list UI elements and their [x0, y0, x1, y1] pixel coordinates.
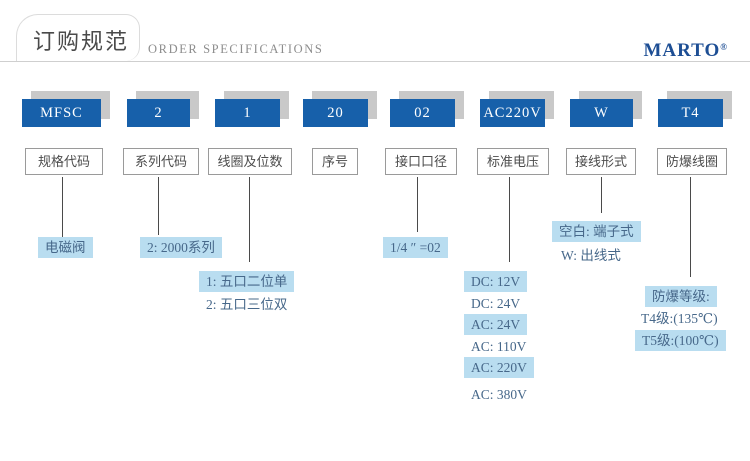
title-tab-outline [16, 14, 140, 61]
connector-line-wiring [601, 177, 602, 213]
field-label-wiring: 接线形式 [566, 148, 636, 175]
annotation-wiring-terminal: 空白: 端子式 [552, 221, 641, 242]
brand-name: MARTO [643, 40, 721, 61]
code-text: T4 [658, 99, 723, 127]
field-label-exproof: 防爆线圈 [657, 148, 727, 175]
code-text: MFSC [22, 99, 101, 127]
code-box-voltage: AC220V [480, 91, 554, 127]
annotation-wiring-lead: W: 出线式 [561, 248, 621, 263]
field-label-port: 接口口径 [385, 148, 457, 175]
header-divider [0, 61, 750, 62]
connector-line-port [417, 177, 418, 232]
annotation-exproof-grade-title: 防爆等级: [645, 286, 717, 307]
code-box-coil: 1 [215, 91, 289, 127]
connector-line-spec [62, 177, 63, 239]
annotation-exproof-t5: T5级:(100℃) [635, 330, 726, 351]
code-text: AC220V [480, 99, 545, 127]
code-text: W [570, 99, 633, 127]
code-box-wiring: W [570, 91, 642, 127]
field-label-voltage: 标准电压 [477, 148, 549, 175]
code-box-serial: 20 [303, 91, 377, 127]
code-box-port: 02 [390, 91, 464, 127]
code-text: 20 [303, 99, 368, 127]
field-label-serial: 序号 [312, 148, 358, 175]
connector-line-exproof [690, 177, 691, 277]
field-label-spec: 规格代码 [25, 148, 103, 175]
code-box-exproof: T4 [658, 91, 732, 127]
annotation-solenoid-valve: 电磁阀 [38, 237, 93, 258]
connector-line-voltage [509, 177, 510, 262]
annotation-coil-option-1: 1: 五口二位单 [199, 271, 295, 292]
annotation-port-size: 1/4 ″ =02 [383, 237, 448, 258]
annotation-coil-option-2: 2: 五口三位双 [206, 297, 288, 312]
annotation-voltage-ac24: AC: 24V [464, 314, 528, 335]
annotation-voltage-ac110: AC: 110V [471, 339, 527, 354]
field-label-coil: 线圈及位数 [208, 148, 292, 175]
annotation-exproof-t4: T4级:(135℃) [641, 311, 718, 326]
code-text: 2 [127, 99, 190, 127]
field-label-series: 系列代码 [123, 148, 199, 175]
connector-line-coil [249, 177, 250, 262]
connector-line-series [158, 177, 159, 235]
annotation-voltage-dc12: DC: 12V [464, 271, 528, 292]
annotation-series-2000: 2: 2000系列 [140, 237, 222, 258]
page-subtitle: ORDER SPECIFICATIONS [148, 42, 324, 56]
registered-mark: ® [720, 42, 728, 52]
annotation-voltage-dc24: DC: 24V [471, 296, 521, 311]
annotation-voltage-ac220: AC: 220V [464, 357, 534, 378]
code-text: 02 [390, 99, 455, 127]
code-text: 1 [215, 99, 280, 127]
brand-logo: MARTO® [643, 40, 728, 62]
code-box-mfsc: MFSC [22, 91, 110, 127]
code-box-series: 2 [127, 91, 199, 127]
page-title: 订购规范 [33, 29, 130, 54]
annotation-voltage-ac380: AC: 380V [471, 387, 527, 402]
